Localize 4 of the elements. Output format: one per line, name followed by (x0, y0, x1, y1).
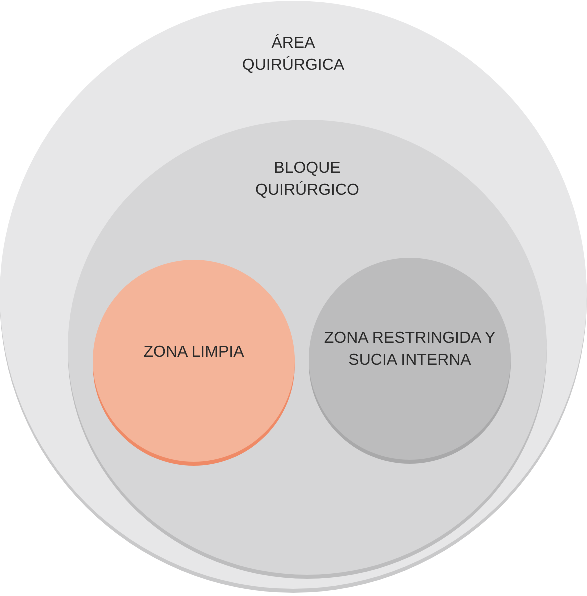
region-label: ZONA LIMPIA (142, 343, 246, 363)
region-label: BLOQUE QUIRÚRGICO (254, 159, 360, 201)
region-label: ZONA RESTRINGIDA Y SUCIA INTERNA (323, 329, 497, 371)
region-label: ÁREA QUIRÚRGICA (241, 33, 346, 76)
